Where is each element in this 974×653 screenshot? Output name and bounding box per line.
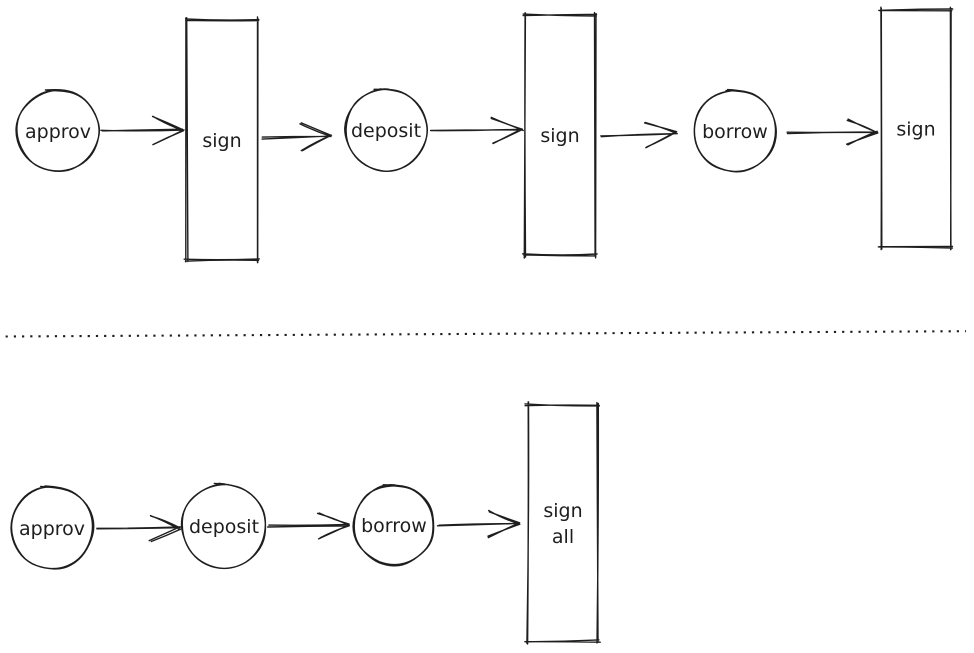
- node-label-sign-3: sign: [896, 119, 935, 141]
- node-label-sign-1: sign: [202, 130, 241, 152]
- flow-node-deposit-2: [180, 482, 267, 570]
- flow-arrow-approv-1-to-sign-1: [100, 115, 185, 146]
- flow-arrow-borrow-2-to-sign-all: [436, 509, 521, 539]
- flow-node-deposit-1: [344, 88, 429, 172]
- flow-node-approv-2: [10, 485, 95, 570]
- node-label-borrow-1: borrow: [702, 121, 768, 143]
- node-label-borrow-2: borrow: [361, 515, 427, 537]
- flow-node-borrow-2: [352, 483, 435, 567]
- flow-node-borrow-1: [693, 88, 777, 173]
- node-label-approv-2: approv: [19, 518, 85, 540]
- node-label-approv-1: approv: [25, 121, 91, 143]
- flow-node-approv-1: [15, 88, 101, 173]
- flow-node-sign-1: [183, 16, 260, 264]
- flow-arrow-deposit-1-to-sign-2: [429, 116, 524, 145]
- flow-arrow-approv-2-to-deposit-2: [96, 514, 182, 543]
- divider-dotted-line: [5, 330, 966, 338]
- node-label-deposit-1: deposit: [351, 120, 421, 142]
- flow-arrow-sign-1-to-deposit-1: [261, 122, 333, 152]
- flow-node-sign-3: [877, 6, 954, 251]
- flow-arrow-deposit-2-to-borrow-2: [267, 512, 350, 540]
- flow-node-sign-all: [524, 401, 601, 645]
- node-label-sign-2: sign: [540, 125, 579, 147]
- node-label-deposit-2: deposit: [189, 516, 259, 538]
- flow-node-sign-2: [522, 11, 598, 259]
- flow-arrow-borrow-1-to-sign-3: [786, 118, 879, 146]
- flow-arrow-sign-2-to-borrow-1: [600, 121, 678, 149]
